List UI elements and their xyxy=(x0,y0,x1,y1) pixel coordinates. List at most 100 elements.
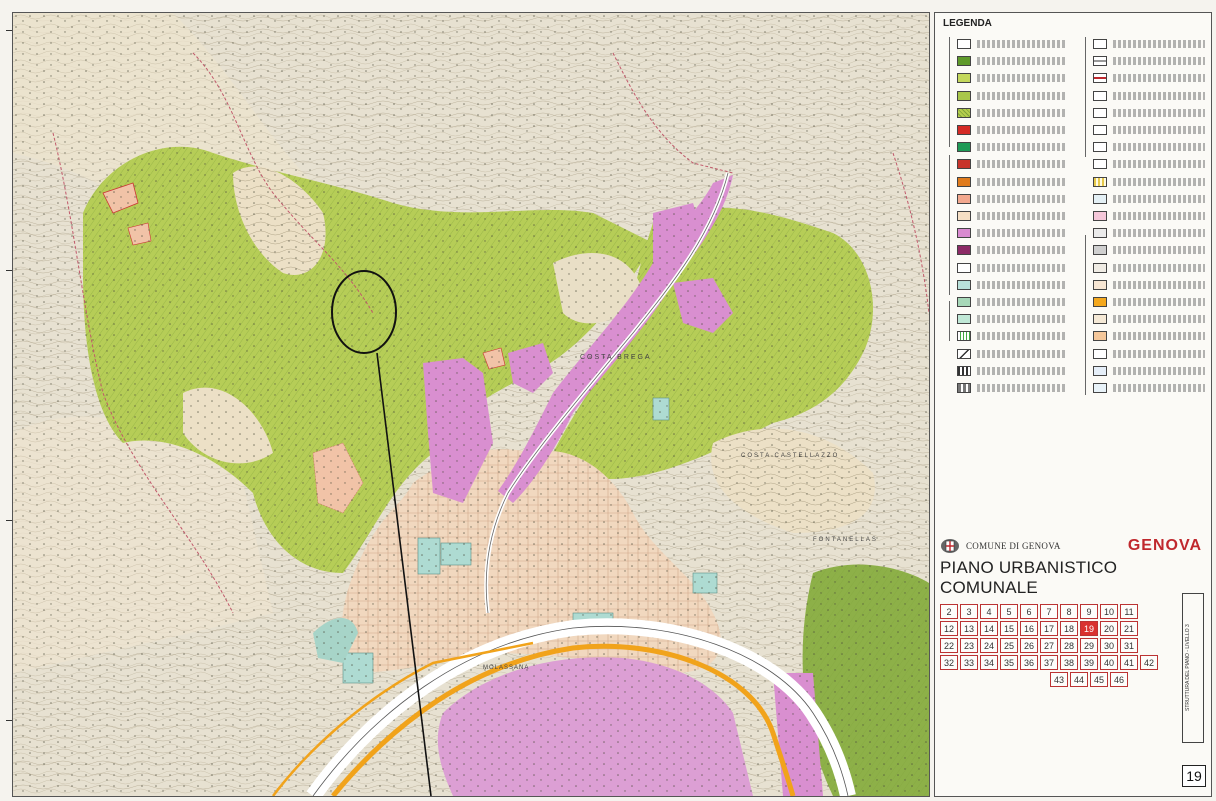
legend-swatch xyxy=(1093,331,1107,342)
sheet-tile[interactable]: 3 xyxy=(960,604,978,619)
legend-text-illegible xyxy=(977,384,1065,392)
legend-swatch xyxy=(1093,228,1107,239)
side-label-box: STRUTTURA DEL PIANO - LIVELLO 3 xyxy=(1182,593,1204,743)
sheet-tile[interactable]: 11 xyxy=(1120,604,1138,619)
sheet-tile[interactable]: 9 xyxy=(1080,604,1098,619)
legend-item xyxy=(1093,107,1209,120)
legend-item xyxy=(1093,211,1209,223)
crest-icon xyxy=(941,539,959,553)
sheet-tile[interactable]: 41 xyxy=(1120,655,1138,670)
legend-item xyxy=(957,314,1069,326)
sheet-tile[interactable]: 32 xyxy=(940,655,958,670)
legend-swatch xyxy=(957,176,971,187)
legend-item xyxy=(957,142,1069,154)
sheet-number: 19 xyxy=(1182,765,1206,787)
sheet-tile[interactable]: 46 xyxy=(1110,672,1128,687)
sheet-tile[interactable]: 8 xyxy=(1060,604,1078,619)
legend-swatch xyxy=(957,211,971,221)
tick xyxy=(6,520,12,521)
sheet-tile[interactable]: 19 xyxy=(1080,621,1098,636)
legend-swatch xyxy=(957,56,971,67)
legend-swatch xyxy=(1093,383,1107,393)
sheet-tile[interactable]: 40 xyxy=(1100,655,1118,670)
legend-group-bracket xyxy=(949,155,950,295)
sheet-tile[interactable]: 37 xyxy=(1040,655,1058,670)
legend-swatch xyxy=(957,383,971,393)
sheet-tile[interactable]: 33 xyxy=(960,655,978,670)
sheet-tile[interactable]: 12 xyxy=(940,621,958,636)
sheet-tile[interactable]: 31 xyxy=(1120,638,1138,653)
sheet-tile[interactable]: 21 xyxy=(1120,621,1138,636)
legend-text-illegible xyxy=(977,212,1065,220)
sheet-tile[interactable]: 30 xyxy=(1100,638,1118,653)
sheet-tile[interactable]: 29 xyxy=(1080,638,1098,653)
legend-item xyxy=(1093,245,1209,257)
sheet-tile[interactable]: 24 xyxy=(980,638,998,653)
sheet-tile[interactable]: 39 xyxy=(1080,655,1098,670)
legend-text-illegible xyxy=(977,194,1065,203)
legend-text-illegible xyxy=(1113,212,1205,220)
legend-item xyxy=(957,211,1069,223)
plan-title: PIANO URBANISTICO COMUNALE xyxy=(940,558,1118,597)
sheet-tile[interactable]: 25 xyxy=(1000,638,1018,653)
legend-swatch xyxy=(1093,348,1107,359)
map-frame[interactable]: COSTA BREGA COSTA CASTELLAZZO FONTANELLA… xyxy=(12,12,930,797)
sheet-tile[interactable]: 2 xyxy=(940,604,958,619)
sheet-tile[interactable]: 35 xyxy=(1000,655,1018,670)
side-label: STRUTTURA DEL PIANO - LIVELLO 3 xyxy=(1185,624,1191,712)
sheet-tile[interactable]: 10 xyxy=(1100,604,1118,619)
legend-item xyxy=(1093,142,1209,154)
legend-text-illegible xyxy=(1113,160,1205,169)
sheet-tile[interactable]: 23 xyxy=(960,638,978,653)
legend-text-illegible xyxy=(977,315,1065,324)
sheet-tile[interactable]: 4 xyxy=(980,604,998,619)
legend-item xyxy=(1093,314,1209,326)
sheet-tile[interactable]: 34 xyxy=(980,655,998,670)
sheet-tile[interactable]: 13 xyxy=(960,621,978,636)
legend-swatch xyxy=(957,159,971,170)
sheet-tile[interactable]: 7 xyxy=(1040,604,1058,619)
map-label-costa-castellazzo: COSTA CASTELLAZZO xyxy=(741,453,839,459)
sheet-tile[interactable]: 16 xyxy=(1020,621,1038,636)
sheet-tile[interactable]: 17 xyxy=(1040,621,1058,636)
legend-item xyxy=(1093,228,1209,240)
legend-swatch xyxy=(957,262,971,273)
legend-text-illegible xyxy=(1113,177,1205,186)
legend-text-illegible xyxy=(1113,298,1205,306)
sheet-tile[interactable]: 44 xyxy=(1070,672,1088,687)
legend-item xyxy=(1093,90,1209,103)
sheet-tile[interactable]: 45 xyxy=(1090,672,1108,687)
sheet-tile[interactable]: 15 xyxy=(1000,621,1018,636)
sheet-tile[interactable]: 18 xyxy=(1060,621,1078,636)
legend-swatch xyxy=(1093,245,1107,256)
sheet-tile[interactable]: 42 xyxy=(1140,655,1158,670)
legend-text-illegible xyxy=(977,40,1065,48)
legend-item xyxy=(957,125,1069,137)
legend-group-bracket xyxy=(949,301,950,341)
sheet-tile[interactable]: 6 xyxy=(1020,604,1038,619)
sheet-tile[interactable]: 26 xyxy=(1020,638,1038,653)
legend-swatch xyxy=(957,107,971,118)
pointer-line xyxy=(376,352,432,796)
sheet-tile[interactable]: 5 xyxy=(1000,604,1018,619)
sheet-tile[interactable]: 38 xyxy=(1060,655,1078,670)
sheet-tile[interactable]: 27 xyxy=(1040,638,1058,653)
legend-item xyxy=(957,262,1069,275)
legend-swatch xyxy=(1093,193,1107,204)
legend-item xyxy=(957,159,1069,171)
sheet-tile[interactable]: 14 xyxy=(980,621,998,636)
legend-swatch xyxy=(1093,279,1107,290)
sheet-tile[interactable]: 43 xyxy=(1050,672,1068,687)
legend-swatch xyxy=(1093,314,1107,325)
legend-text-illegible xyxy=(1113,384,1205,392)
legend-text-illegible xyxy=(977,160,1065,169)
legend-item xyxy=(957,39,1069,51)
sheet-tile[interactable]: 36 xyxy=(1020,655,1038,670)
tick xyxy=(6,270,12,271)
sheet-tile[interactable]: 22 xyxy=(940,638,958,653)
legend-text-illegible xyxy=(1113,126,1205,134)
sheet-tile[interactable]: 20 xyxy=(1100,621,1118,636)
topographic-map[interactable]: COSTA BREGA COSTA CASTELLAZZO FONTANELLA… xyxy=(13,13,929,796)
sheet-tile[interactable]: 28 xyxy=(1060,638,1078,653)
legend-item xyxy=(957,228,1069,240)
